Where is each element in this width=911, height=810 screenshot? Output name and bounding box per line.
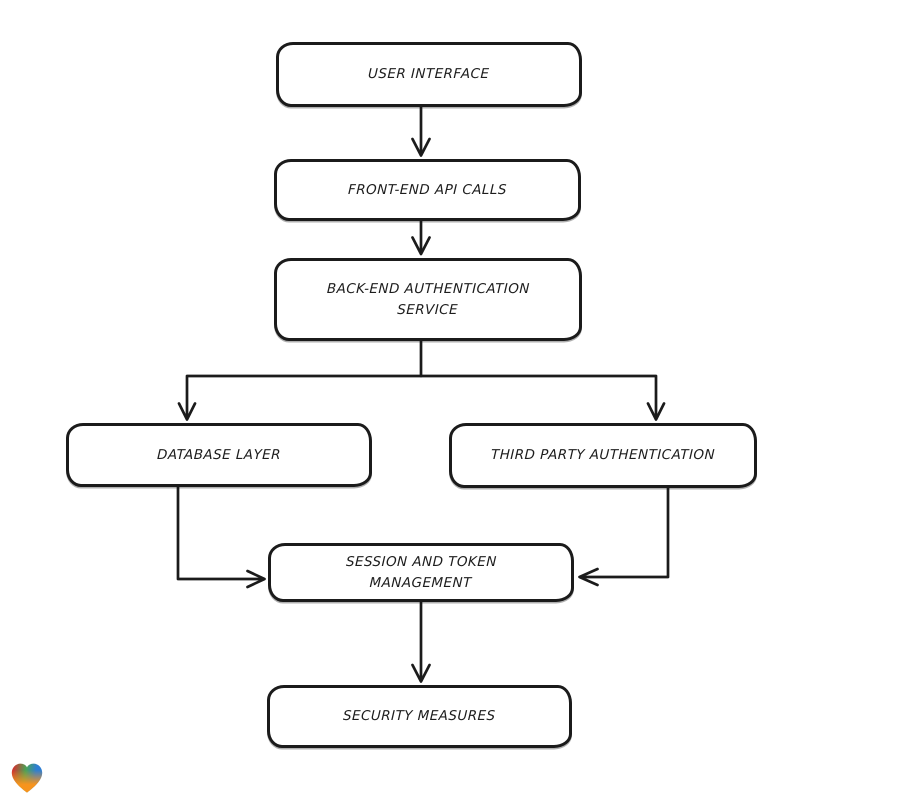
edge-database-layer-to-session-and-token-management[interactable] bbox=[176, 485, 266, 589]
edge-session-and-token-management-to-security-measures[interactable] bbox=[411, 600, 431, 683]
node-back-end-authentication-service[interactable]: BACK-END AUTHENTICATION SERVICE bbox=[274, 258, 582, 341]
edge-back-end-authentication-service-to-database-layer[interactable] bbox=[177, 339, 423, 421]
edge-back-end-authentication-service-to-third-party-authentication[interactable] bbox=[419, 374, 666, 421]
edge-third-party-authentication-to-session-and-token-management[interactable] bbox=[578, 486, 670, 587]
node-front-end-api-calls-label: FRONT-END API CALLS bbox=[347, 181, 508, 198]
node-front-end-api-calls[interactable]: FRONT-END API CALLS bbox=[274, 159, 581, 221]
node-user-interface-label: USER INTERFACE bbox=[368, 66, 490, 82]
node-session-and-token-management[interactable]: SESSION AND TOKEN MANAGEMENT bbox=[268, 543, 574, 602]
node-third-party-authentication-label: THIRD PARTY AUTHENTICATION bbox=[490, 447, 716, 463]
edge-front-end-api-calls-to-back-end-authentication-service[interactable] bbox=[411, 219, 431, 256]
node-database-layer[interactable]: DATABASE LAYER bbox=[66, 423, 372, 487]
node-database-layer-label: DATABASE LAYER bbox=[156, 446, 282, 463]
node-user-interface[interactable]: USER INTERFACE bbox=[276, 42, 582, 107]
node-third-party-authentication[interactable]: THIRD PARTY AUTHENTICATION bbox=[449, 423, 757, 488]
edge-user-interface-to-front-end-api-calls[interactable] bbox=[411, 105, 431, 157]
node-session-and-token-management-label: SESSION AND TOKEN MANAGEMENT bbox=[345, 553, 498, 591]
node-security-measures[interactable]: SECURITY MEASURES bbox=[267, 685, 572, 748]
node-back-end-authentication-service-label: BACK-END AUTHENTICATION SERVICE bbox=[326, 280, 531, 318]
node-security-measures-label: SECURITY MEASURES bbox=[342, 708, 497, 724]
heart-logo-icon bbox=[9, 760, 45, 796]
